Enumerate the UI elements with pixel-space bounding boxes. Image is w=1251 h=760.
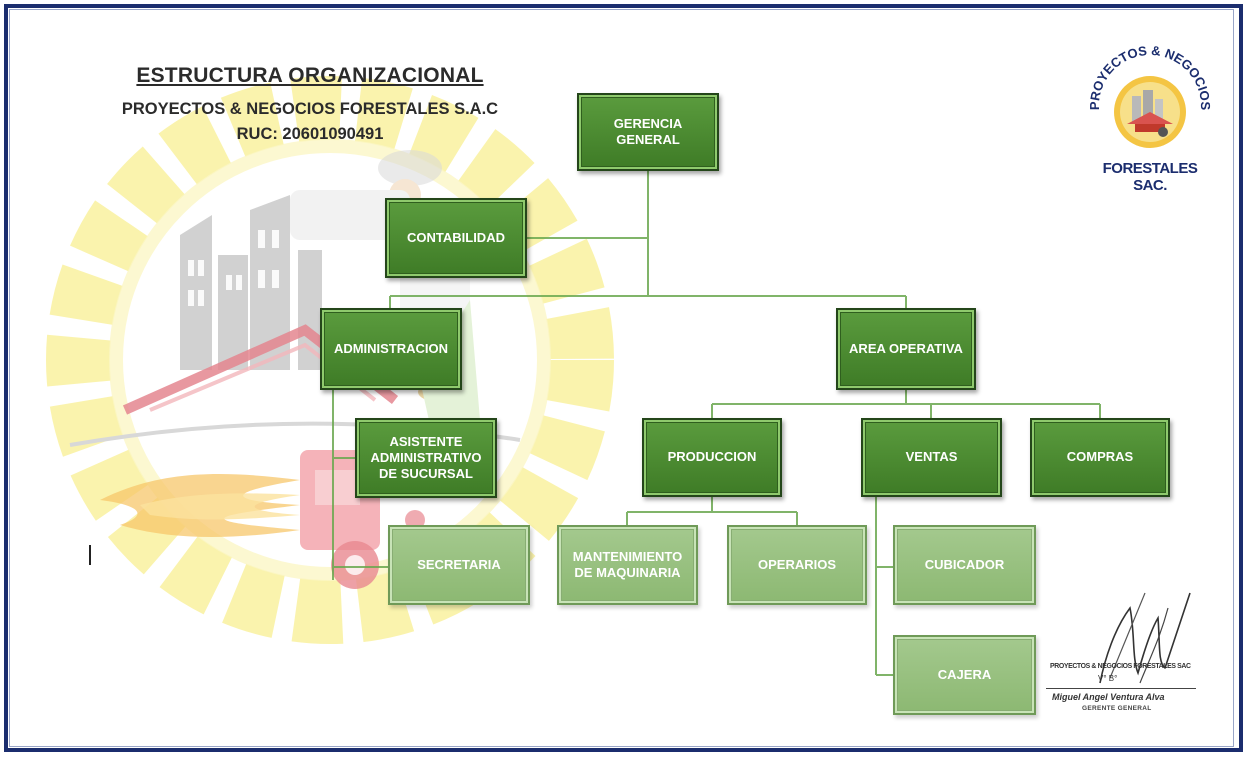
node-area-operativa: AREA OPERATIVA xyxy=(836,308,976,390)
page-frame xyxy=(4,4,1243,752)
document-title: ESTRUCTURA ORGANIZACIONAL xyxy=(136,64,484,87)
signature-name: Miguel Angel Ventura Alva xyxy=(1052,692,1165,702)
ruc-number: RUC: 20601090491 xyxy=(236,125,384,143)
logo-emblem: PROYECTOS & NEGOCIOS xyxy=(1087,43,1213,148)
node-contabilidad: CONTABILIDAD xyxy=(385,198,527,278)
node-operarios: OPERARIOS xyxy=(727,525,867,605)
page-frame-inner xyxy=(9,9,1234,747)
node-compras: COMPRAS xyxy=(1030,418,1170,497)
signature-block: PROYECTOS & NEGOCIOS FORESTALES SAC V° B… xyxy=(1040,588,1210,743)
node-administracion: ADMINISTRACION xyxy=(320,308,462,390)
node-secretaria: SECRETARIA xyxy=(388,525,530,605)
text-cursor xyxy=(89,545,91,565)
node-produccion: PRODUCCION xyxy=(642,418,782,497)
company-name: PROYECTOS & NEGOCIOS FORESTALES S.A.C xyxy=(121,100,499,118)
node-cubicador: CUBICADOR xyxy=(893,525,1036,605)
handwritten-signature xyxy=(1099,592,1191,684)
node-asistente-administrativo: ASISTENTE ADMINISTRATIVO DE SUCURSAL xyxy=(355,418,497,498)
signature-role: GERENTE GENERAL xyxy=(1082,705,1152,712)
node-ventas: VENTAS xyxy=(861,418,1002,497)
signature-company: PROYECTOS & NEGOCIOS FORESTALES SAC xyxy=(1050,661,1191,670)
signature-vb: V° B° xyxy=(1098,674,1118,683)
node-cajera: CAJERA xyxy=(893,635,1036,715)
node-mantenimiento-maquinaria: MANTENIMIENTO DE MAQUINARIA xyxy=(557,525,698,605)
signature-line xyxy=(1046,688,1196,689)
company-logo: PROYECTOS & NEGOCIOS FORESTALES SAC. xyxy=(1085,43,1215,194)
logo-bottom-text: FORESTALES SAC. xyxy=(1102,160,1198,194)
node-gerencia-general: GERENCIA GENERAL xyxy=(577,93,719,171)
title-block: ESTRUCTURA ORGANIZACIONAL PROYECTOS & NE… xyxy=(60,64,560,144)
